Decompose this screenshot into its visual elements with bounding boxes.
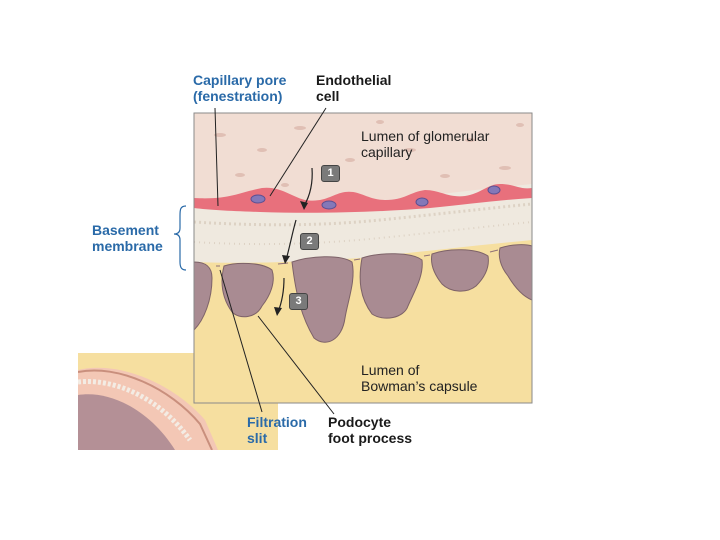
step-1-marker: 1	[321, 165, 340, 182]
filtration-line2: slit	[247, 430, 268, 446]
basement-line2: membrane	[92, 238, 163, 254]
endothelial-layer	[194, 184, 532, 213]
step-3-marker: 3	[289, 293, 308, 310]
capillary-lumen-area	[194, 113, 532, 209]
arrow-head-2	[282, 255, 290, 264]
podocyte-line2: foot process	[328, 430, 413, 446]
bowman-lumen-label: Lumen of Bowman’s capsule	[361, 362, 477, 394]
basement-bracket	[173, 205, 187, 271]
capillary-pore-line1: Capillary pore	[193, 72, 287, 88]
endothelial-cell-label: Endothelial cell	[316, 72, 391, 104]
podocyte-label: Podocyte foot process	[328, 414, 412, 446]
capillary-pore-label: Capillary pore (fenestration)	[193, 72, 286, 104]
glomerular-lumen-line2: capillary	[361, 144, 413, 160]
endothelial-line1: Endothelial	[316, 72, 392, 88]
podocyte-line1: Podocyte	[328, 414, 392, 430]
endothelial-line2: cell	[316, 88, 340, 104]
arrow-head-1	[300, 201, 308, 210]
filtration-slit-label: Filtration slit	[247, 414, 307, 446]
glomerular-lumen-label: Lumen of glomerular capillary	[361, 128, 489, 160]
basement-line1: Basement	[92, 222, 159, 238]
step-2-marker: 2	[300, 233, 319, 250]
filtration-line1: Filtration	[247, 414, 307, 430]
basement-membrane-label: Basement membrane	[92, 222, 163, 254]
arrow-head-3	[274, 307, 282, 316]
main-panel-frame	[193, 112, 533, 404]
endothelial-nuclei	[250, 185, 501, 210]
capillary-pore-line2: (fenestration)	[193, 88, 283, 104]
main-panel	[194, 113, 532, 403]
leader-lines	[214, 107, 335, 415]
bowman-lumen-line1: Lumen of	[361, 362, 420, 378]
podocyte-foot-processes	[194, 244, 532, 343]
glomerular-lumen-line1: Lumen of glomerular	[361, 128, 490, 144]
bowman-lumen-line2: Bowman’s capsule	[361, 378, 478, 394]
